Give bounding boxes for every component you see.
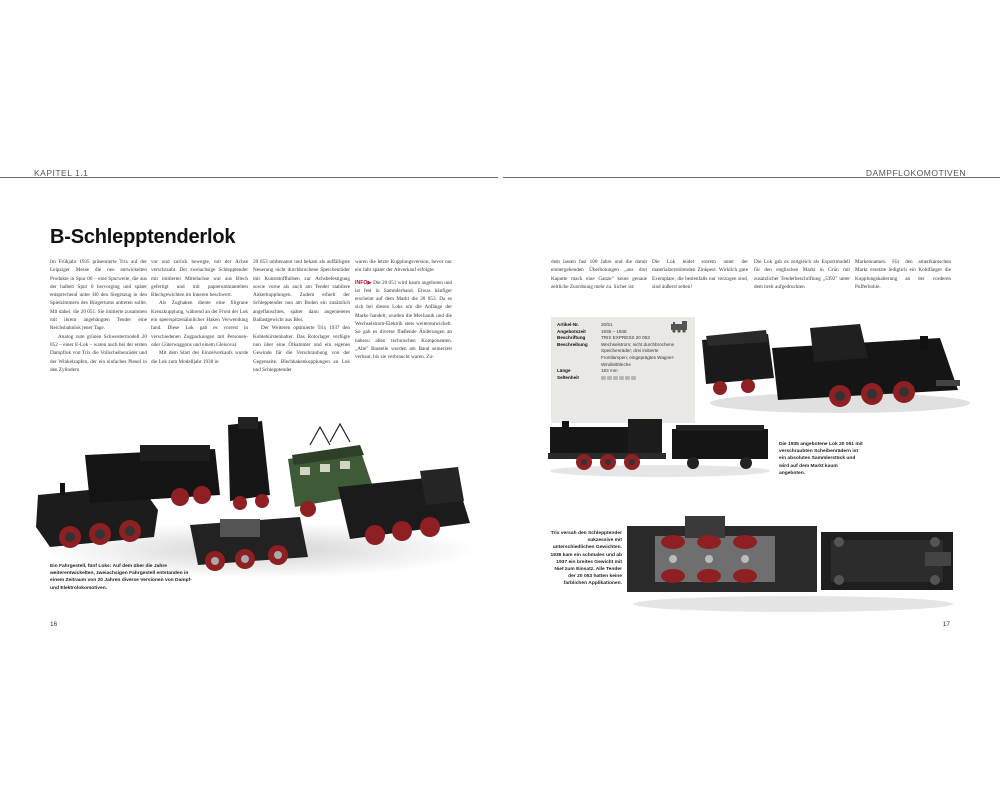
front-loco-center (228, 417, 270, 510)
rarity-dot (607, 375, 612, 380)
caption-loco-group: Ein Fahrgestell, fünf Loks: Auf dem über… (50, 564, 192, 591)
page-number-right: 17 (942, 621, 950, 628)
tender-loco-back (85, 445, 220, 506)
rarity-dot (625, 375, 630, 380)
text-column-7: Die Lok gab es zeitgleich als Exportmode… (754, 259, 850, 290)
text-column-6: Die Lok leidet extrem unter der material… (652, 259, 748, 290)
page-title: B-Schlepptenderlok (50, 226, 236, 248)
text-column-4: waren die letzte Kupplungsversion, bevor… (355, 259, 453, 361)
text-column-5: dem lassen fast 100 Jahre und die damit … (551, 259, 647, 290)
text-column-3: 20 053 umbenannt und bekam als auffällig… (253, 259, 350, 373)
photo-loco-side-view (548, 419, 770, 477)
info-label: INFO (355, 279, 368, 286)
page-number-left: 16 (50, 621, 58, 628)
rarity-dot (631, 375, 636, 380)
photo-chassis-underside (627, 516, 953, 612)
caption-chassis: Trix versah den Schlepptender sukzessive… (550, 531, 623, 587)
photo-loco-20051-angled (702, 324, 970, 413)
spec-row: Seltenheit (557, 375, 683, 382)
rarity-dot (613, 375, 618, 380)
rarity-dots (601, 375, 683, 382)
locomotive-icon (671, 321, 687, 333)
rarity-dot (619, 375, 624, 380)
section-label: DAMPFLOKOMOTIVEN (865, 168, 966, 178)
chassis-front (190, 517, 308, 571)
text-column-8: Markennamen. Für den amerikanischen Mark… (855, 259, 951, 290)
text-column-2: vor und zurück bewegte, mit der Achse ve… (151, 259, 248, 365)
spec-row: Artikel-Nr.20/51 (557, 322, 613, 327)
header-rule-left (0, 177, 498, 178)
chapter-label: KAPITEL 1.1 (34, 168, 89, 178)
tank-loco-right (338, 467, 470, 545)
caption-loco-20051: Die 1935 angebotene Lok 20 051 mit versc… (779, 442, 863, 476)
photo-loco-group (36, 417, 480, 578)
header-rule-right (503, 177, 1000, 178)
rarity-dot (601, 375, 606, 380)
text-column-1: Im Frühjahr 1935 präsentierte Trix auf d… (50, 259, 147, 373)
info-arrow-icon: ▶ (367, 279, 374, 286)
